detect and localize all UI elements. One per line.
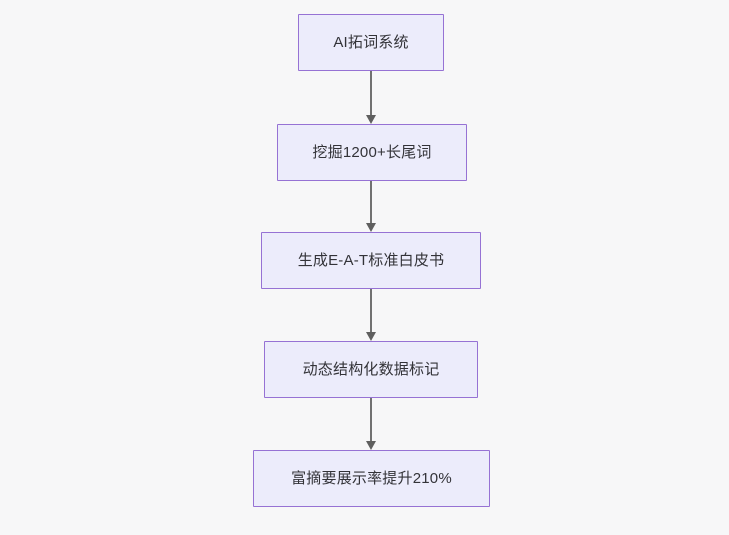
arrowhead-icon xyxy=(366,115,376,124)
flowchart-node-rich-snippet-result[interactable]: 富摘要展示率提升210% xyxy=(253,450,490,507)
arrowhead-icon xyxy=(366,332,376,341)
edge-line xyxy=(370,289,372,332)
flowchart-node-longtail-mining[interactable]: 挖掘1200+长尾词 xyxy=(277,124,467,181)
arrowhead-icon xyxy=(366,223,376,232)
node-label: AI拓词系统 xyxy=(333,34,409,51)
flowchart-node-eat-whitepaper[interactable]: 生成E-A-T标准白皮书 xyxy=(261,232,481,289)
flowchart-node-ai-keyword-system[interactable]: AI拓词系统 xyxy=(298,14,444,71)
arrowhead-icon xyxy=(366,441,376,450)
node-label: 生成E-A-T标准白皮书 xyxy=(297,252,445,269)
edge-line xyxy=(370,71,372,115)
node-label: 动态结构化数据标记 xyxy=(302,361,440,378)
flowchart-node-structured-data-markup[interactable]: 动态结构化数据标记 xyxy=(264,341,478,398)
edge-line xyxy=(370,181,372,223)
node-label: 挖掘1200+长尾词 xyxy=(312,144,432,161)
node-label: 富摘要展示率提升210% xyxy=(291,470,452,487)
edge-line xyxy=(370,398,372,441)
